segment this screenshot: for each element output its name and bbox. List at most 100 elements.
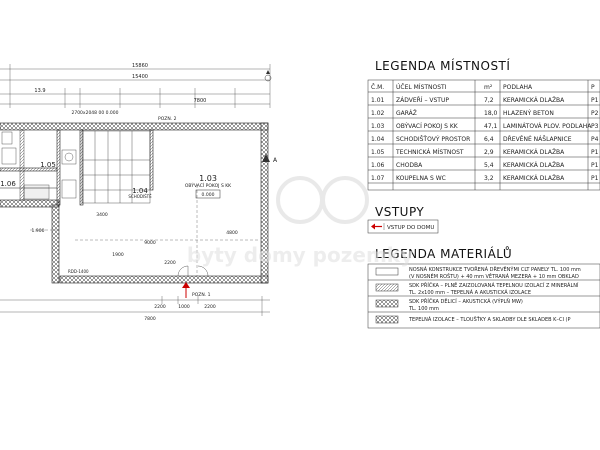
room-row-code: P1 <box>591 162 599 169</box>
material-1-line1: NOSNÁ KONSTRUKCE TVOŘENÁ DŘEVĚNÝMI CLT P… <box>409 265 581 273</box>
room-row-name: ZÁDVEŘÍ – VSTUP <box>396 96 449 104</box>
outer-walls <box>0 122 269 284</box>
room-row-floor: KERAMICKÁ DLAŽBA <box>503 96 565 104</box>
table-row: 1.07 KOUPELNA S WC 3,2 KERAMICKÁ DLAŽBA P1 <box>371 174 599 182</box>
table-row: 1.06 CHODBA 5,4 KERAMICKÁ DLAŽBA P1 <box>371 161 599 169</box>
section-marker-side: A <box>262 154 278 164</box>
room-row-name: TECHNICKÁ MÍSTNOST <box>395 149 464 156</box>
room-row-name: GARÁŽ <box>396 109 417 117</box>
legend-rooms-table <box>367 79 600 191</box>
material-1-line2: (V NOSNÉM ROŠTU) + 40 mm VĚTRANÁ MEZERA … <box>409 272 579 280</box>
swatch-sdk-acoustic <box>375 299 399 308</box>
room-row-id: 1.07 <box>371 175 385 182</box>
room-row-code: P3 <box>591 123 599 130</box>
room-row-code: P1 <box>591 97 599 104</box>
entrance-arrow-icon <box>371 223 382 230</box>
swatch-thermal-insulation <box>375 315 399 324</box>
watermark-text: byty domy pozemky <box>187 243 413 267</box>
table-row: 1.05 TECHNICKÁ MÍSTNOST 2,9 KERAMICKÁ DLAŽB… <box>371 148 599 156</box>
watermark: byty domy pozemky <box>187 176 413 267</box>
doors <box>177 265 209 277</box>
dim-inner-1: 3400 <box>96 212 108 218</box>
room-number-1-04: 1.04 <box>132 187 148 195</box>
swatch-sdk-insulated <box>375 283 399 292</box>
material-2-line2: TL. 2x100 mm – TEPELNÁ A AKUSTICKÁ IZOLA… <box>408 289 531 296</box>
table-row: 1.03 OBÝVACÍ POKOJ S KK 47,1 LAMINÁTOVÁ PLO… <box>371 123 599 130</box>
room-row-name: OBÝVACÍ POKOJ S KK <box>396 123 459 130</box>
dim-right: 7800 <box>194 98 207 104</box>
col-header-id: Č.M. <box>371 84 384 91</box>
room-row-floor: LAMINÁTOVÁ PLOV. PODLAHA <box>503 123 592 130</box>
dim-inner-6: 1.900 <box>32 228 45 234</box>
room-row-name: KOUPELNA S WC <box>396 175 446 182</box>
room-row-code: P2 <box>591 110 599 117</box>
room-number-1-06: 1.06 <box>0 180 16 188</box>
room-row-name: SCHODIŠŤOVÝ PROSTOR <box>396 135 470 143</box>
col-header-name: ÚČEL MÍSTNOSTI <box>396 84 447 91</box>
col-header-area: m² <box>484 84 493 91</box>
dim-room-1: 2700x2048 00 0.000 <box>71 110 118 116</box>
dim-inner-5: 1900 <box>112 252 124 258</box>
room-row-id: 1.06 <box>371 162 385 169</box>
room-row-area: 2,9 <box>484 149 494 156</box>
col-header-floor: PODLAHA <box>503 84 533 91</box>
dim-small: 13.9 <box>34 88 45 94</box>
section-mark: A <box>273 157 278 164</box>
top-dimensions <box>0 64 271 108</box>
room-row-code: P4 <box>591 136 599 143</box>
legend-rooms: LEGENDA MÍSTNOSTÍ Č.M. ÚČEL MÍSTNOSTI m²… <box>367 58 600 191</box>
material-3-line2: TL. 100 mm <box>408 306 439 312</box>
staircase <box>81 130 151 204</box>
dim-bottom-2: 1000 <box>178 304 190 310</box>
room-row-code: P1 <box>591 175 599 182</box>
legend-rooms-title: LEGENDA MÍSTNOSTÍ <box>375 58 510 73</box>
entrances-box <box>367 219 439 234</box>
legend-rooms-header: Č.M. ÚČEL MÍSTNOSTI m² PODLAHA P <box>371 84 595 91</box>
room-name: OBÝVACÍ POKOJ S KK <box>185 182 232 189</box>
room-row-id: 1.03 <box>371 123 385 130</box>
dim-overall: 15860 <box>132 63 148 69</box>
dim-second: 15400 <box>132 74 148 80</box>
material-2-line1: SDK PŘÍČKA – PLNĚ ZAIZOLOVANÁ TEPELNOU I… <box>409 281 579 289</box>
bathroom-fixtures <box>1 131 77 200</box>
dim-inner-3: 4800 <box>226 230 238 236</box>
room-row-id: 1.01 <box>371 97 385 104</box>
dim-bottom-4: 7800 <box>144 316 156 322</box>
floor-plan: 15860 15400 13.9 7800 2700x2048 00 0.000 <box>0 63 278 322</box>
room-row-name: CHODBA <box>396 162 423 169</box>
room-row-floor: DŘEVĚNÉ NÁŠLAPNICE <box>503 135 572 143</box>
room-name-1-04: SCHODIŠTĚ <box>128 194 152 199</box>
material-3-line1: SDK PŘÍČKA DĚLICÍ – AKUSTICKÁ (VÝPLŇ MW) <box>409 297 523 305</box>
room-row-area: 7,2 <box>484 97 494 104</box>
note-label-1: POZN. 1 <box>192 292 211 298</box>
room-row-area: 47,1 <box>484 123 498 130</box>
table-row: 1.01 ZÁDVEŘÍ – VSTUP 7,2 KERAMICKÁ DLAŽBA P1 <box>371 96 599 104</box>
legend-materials: LEGENDA MATERIÁLŮ NOSNÁ KONSTRUKCE TVOŘE… <box>367 246 600 329</box>
dashed-lines <box>30 185 260 276</box>
room-row-floor: HLAZENÝ BETON <box>503 110 554 117</box>
room-row-id: 1.04 <box>371 136 385 143</box>
small-label: RDD-1400 <box>68 269 89 274</box>
room-row-code: P1 <box>591 149 599 156</box>
dim-inner-2: 9000 <box>144 240 156 246</box>
col-header-code: P <box>591 84 595 91</box>
swatch-clt-panel <box>375 267 399 276</box>
room-area: 0.000 <box>202 192 215 198</box>
dim-bottom-1: 2200 <box>154 304 166 310</box>
room-row-floor: KERAMICKÁ DLAŽBA <box>503 161 565 169</box>
room-number-1-05: 1.05 <box>40 161 56 169</box>
section-marker-top <box>264 70 272 82</box>
room-stamp-1-03: 1.03 OBÝVACÍ POKOJ S KK 0.000 <box>185 174 232 199</box>
room-row-id: 1.05 <box>371 149 385 156</box>
room-row-area: 5,4 <box>484 162 494 169</box>
entrance-arrow-plan <box>182 282 190 298</box>
room-row-area: 3,2 <box>484 175 494 182</box>
entrances-title: VSTUPY <box>375 205 424 219</box>
room-row-floor: KERAMICKÁ DLAŽBA <box>503 148 565 156</box>
room-row-floor: KERAMICKÁ DLAŽBA <box>503 174 565 182</box>
room-row-area: 18,0 <box>484 110 498 117</box>
materials-title: LEGENDA MATERIÁLŮ <box>375 246 512 261</box>
material-4-line1: TEPELNÁ IZOLACE – TLOUŠŤKY A SKLADBY DLE… <box>408 315 570 323</box>
bottom-dimensions <box>0 296 270 316</box>
